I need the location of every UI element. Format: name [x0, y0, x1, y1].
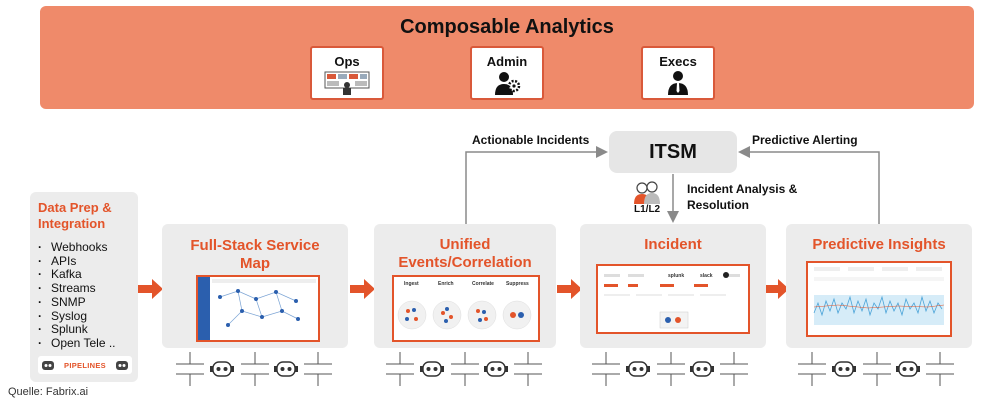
flow-arrow-icon — [557, 279, 582, 299]
step-label: Suppress — [506, 281, 529, 287]
robot-icon — [42, 361, 54, 370]
banner-title: Composable Analytics — [400, 16, 614, 38]
data-prep-title: Data Prep & Integration — [38, 200, 112, 231]
stage-title: Predictive Insights — [812, 236, 946, 253]
robot-icon — [115, 361, 128, 370]
list-item: Webhooks — [38, 240, 116, 255]
role-label: Admin — [486, 54, 528, 69]
service-map-panel: Full-Stack Service Map — [162, 224, 348, 348]
predictive-chart-screenshot — [806, 261, 952, 337]
composable-analytics-banner: Composable Analytics Ops Admin Execs — [40, 6, 974, 109]
support-level-badge: L1/L2 — [634, 204, 661, 215]
executive-person-icon — [668, 71, 688, 95]
support-agents-icon: L1/L2 — [630, 180, 664, 216]
itsm-box: ITSM — [609, 131, 737, 173]
list-item: Splunk — [38, 323, 116, 337]
actionable-incidents-label: Actionable Incidents — [472, 133, 590, 147]
flow-arrow-icon — [350, 279, 375, 299]
predictive-alerting-label: Predictive Alerting — [752, 133, 858, 147]
list-item: Kafka — [38, 268, 116, 282]
incident-analysis-label: Incident Analysis & Resolution — [687, 182, 798, 212]
role-label: Ops — [334, 54, 360, 69]
list-item: Open Tele .. — [38, 336, 116, 351]
data-prep-integration-panel: Data Prep & Integration Webhooks APIs Ka… — [30, 192, 138, 382]
role-card-execs: Execs — [641, 46, 715, 100]
role-card-ops: Ops — [310, 46, 384, 100]
source-caption: Quelle: Fabrix.ai — [8, 386, 89, 398]
role-card-admin: Admin — [470, 46, 544, 100]
incident-integrations-screenshot: splunk slack — [596, 264, 750, 334]
step-label: Correlate — [472, 281, 494, 287]
step-label: Ingest — [404, 281, 419, 287]
list-item: SNMP — [38, 295, 116, 310]
list-item: Syslog — [38, 309, 116, 324]
predictive-insights-panel: Predictive Insights — [786, 224, 972, 348]
incident-panel: Incident splunk slack — [580, 224, 766, 348]
dashboard-monitor-icon — [324, 71, 370, 95]
flow-arrow-icon — [138, 279, 163, 299]
correlation-steps-screenshot: Ingest Enrich Correlate Suppress — [392, 275, 540, 342]
role-label: Execs — [659, 54, 697, 69]
stage-title: Full-Stack Service Map — [190, 237, 320, 272]
stage-title: Unified Events/Correlation — [398, 236, 532, 271]
logo-splunk: splunk — [668, 273, 685, 279]
agent-connectors — [175, 351, 955, 387]
source-list: Webhooks APIs Kafka Streams SNMP Syslog … — [38, 240, 116, 351]
service-map-screenshot — [196, 275, 320, 342]
agents-icon — [634, 181, 660, 204]
stage-title: Incident — [644, 236, 702, 253]
list-item: Streams — [38, 281, 116, 296]
pipelines-label: PIPELINES — [64, 360, 106, 370]
admin-gear-person-icon — [495, 72, 521, 95]
list-item: APIs — [38, 254, 116, 269]
flow-arrow-icon — [764, 279, 789, 299]
step-label: Enrich — [438, 281, 454, 287]
logo-slack: slack — [700, 273, 713, 279]
pipelines-badge: PIPELINES — [38, 356, 132, 374]
events-correlation-panel: Unified Events/Correlation Ingest Enrich… — [374, 224, 556, 348]
